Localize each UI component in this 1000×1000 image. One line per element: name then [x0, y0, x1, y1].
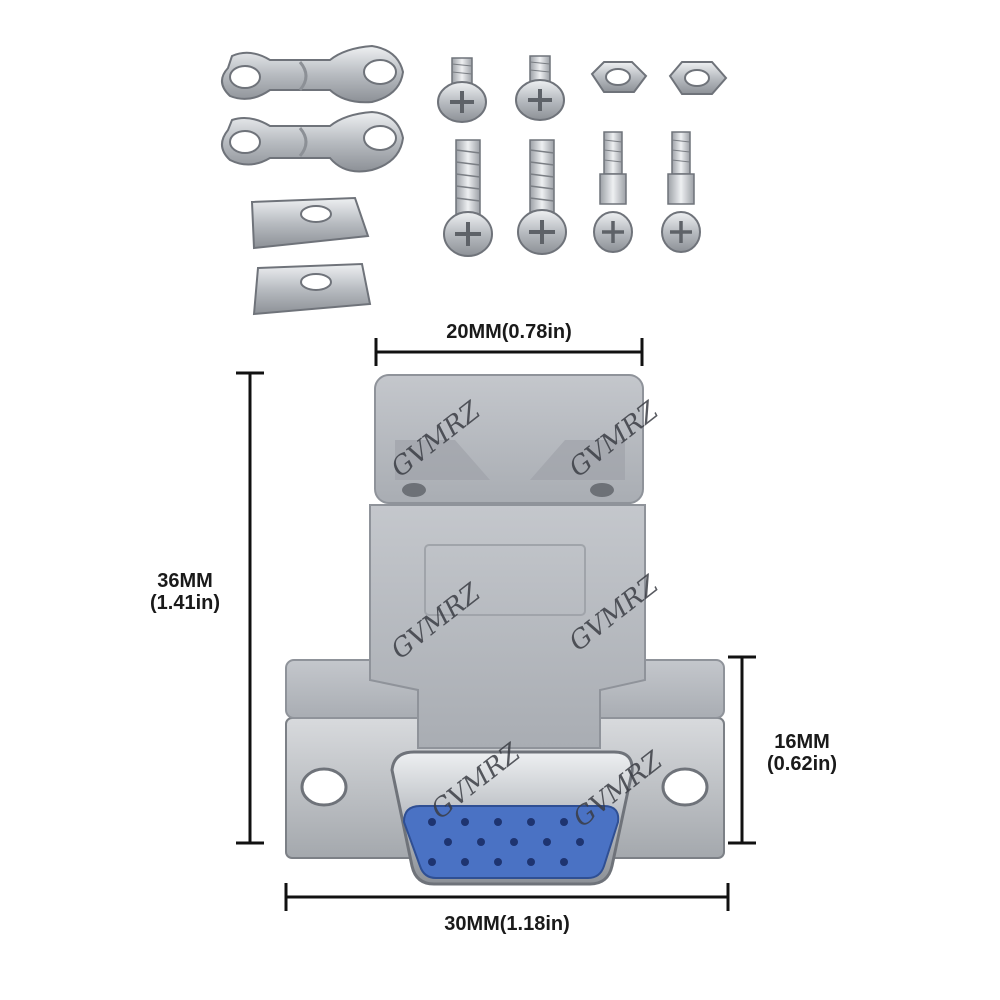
hex-nut-2 [668, 61, 728, 95]
jack-screw-1 [593, 131, 633, 253]
flange-height-mm-text: 16MM [774, 731, 830, 753]
short-screw-1 [437, 57, 487, 123]
long-screw-2 [517, 139, 567, 255]
top-width-text: 20MM(0.78in) [446, 321, 572, 343]
saddle-clip-1 [250, 196, 370, 250]
short-screw-2 [515, 55, 565, 121]
dimension-label-height: 36MM (1.41in) [120, 570, 250, 614]
bottom-width-text: 30MM(1.18in) [444, 913, 570, 935]
long-screw-1 [443, 139, 493, 257]
connector-backshell [285, 374, 725, 749]
height-in-text: (1.41in) [149, 592, 221, 614]
dimension-line-top [374, 338, 644, 366]
saddle-clip-2 [252, 262, 372, 316]
cable-clamp-1 [221, 44, 405, 104]
dimension-line-bottom [284, 883, 730, 911]
dimension-label-top-width: 20MM(0.78in) [376, 321, 642, 343]
flange-height-in-text: (0.62in) [766, 753, 838, 775]
dimension-line-right [728, 655, 756, 845]
dimension-label-bottom-width: 30MM(1.18in) [286, 913, 728, 935]
d-sub-pins [428, 818, 584, 866]
hex-nut-1 [590, 61, 648, 93]
cable-clamp-2 [221, 110, 405, 173]
dimension-label-flange-height: 16MM (0.62in) [742, 731, 862, 775]
jack-screw-2 [661, 131, 701, 253]
dimension-line-left [236, 371, 264, 845]
height-mm-text: 36MM [157, 570, 213, 592]
